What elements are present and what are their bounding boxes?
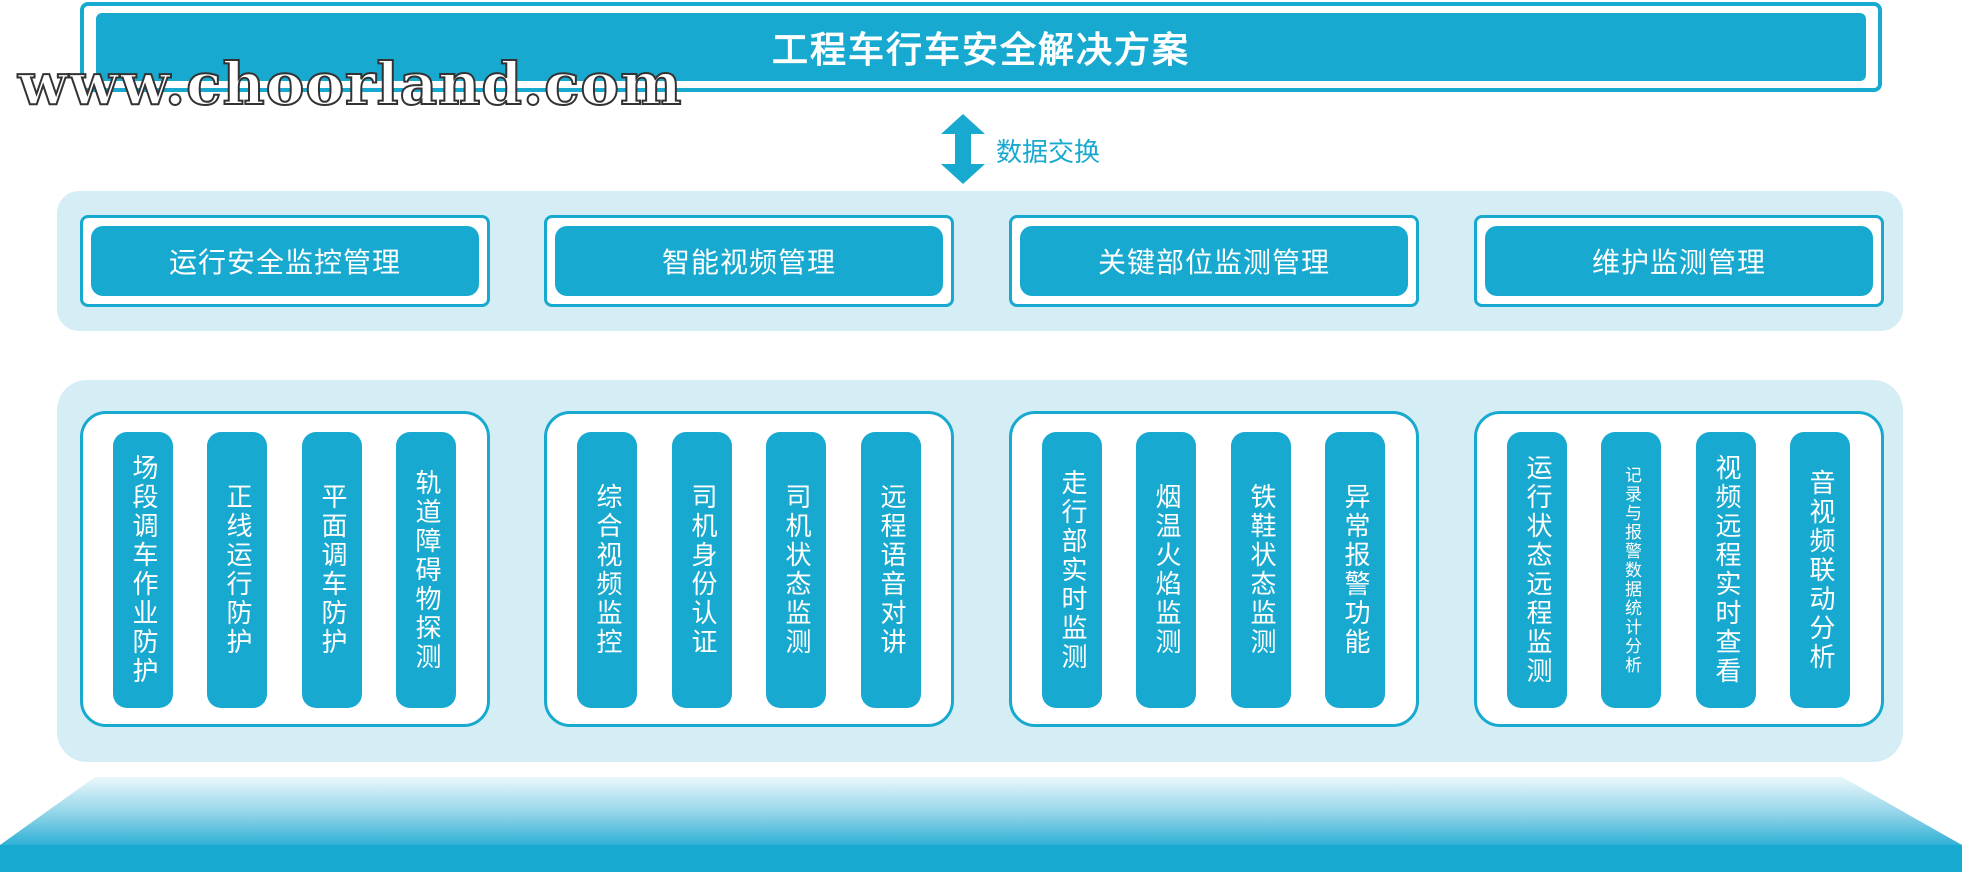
function-item: 走行部实时监测 <box>1042 432 1102 708</box>
function-item: 轨道障碍物探测 <box>396 432 456 708</box>
function-item: 平面调车防护 <box>302 432 362 708</box>
management-box: 维护监测管理 <box>1485 226 1873 296</box>
watermark: www.choorland.com <box>17 49 683 119</box>
function-item: 运行状态远程监测 <box>1507 432 1567 708</box>
function-item: 综合视频监控 <box>577 432 637 708</box>
management-box: 智能视频管理 <box>555 226 943 296</box>
function-item: 音视频联动分析 <box>1790 432 1850 708</box>
management-box: 关键部位监测管理 <box>1020 226 1408 296</box>
function-item: 烟温火焰监测 <box>1136 432 1196 708</box>
exchange-label: 数据交换 <box>996 138 1101 168</box>
function-item: 司机身份认证 <box>672 432 732 708</box>
function-item: 铁鞋状态监测 <box>1231 432 1291 708</box>
base-platform <box>0 777 1962 872</box>
function-item: 场段调车作业防护 <box>113 432 173 708</box>
function-item: 司机状态监测 <box>766 432 826 708</box>
function-item: 远程语音对讲 <box>861 432 921 708</box>
function-item: 记录与报警数据统计分析 <box>1601 432 1661 708</box>
double-arrow-icon <box>941 114 985 184</box>
diagram-title: 工程车行车安全解决方案 <box>96 13 1866 81</box>
management-box: 运行安全监控管理 <box>91 226 479 296</box>
function-item: 视频远程实时查看 <box>1696 432 1756 708</box>
function-item: 正线运行防护 <box>207 432 267 708</box>
function-item: 异常报警功能 <box>1325 432 1385 708</box>
